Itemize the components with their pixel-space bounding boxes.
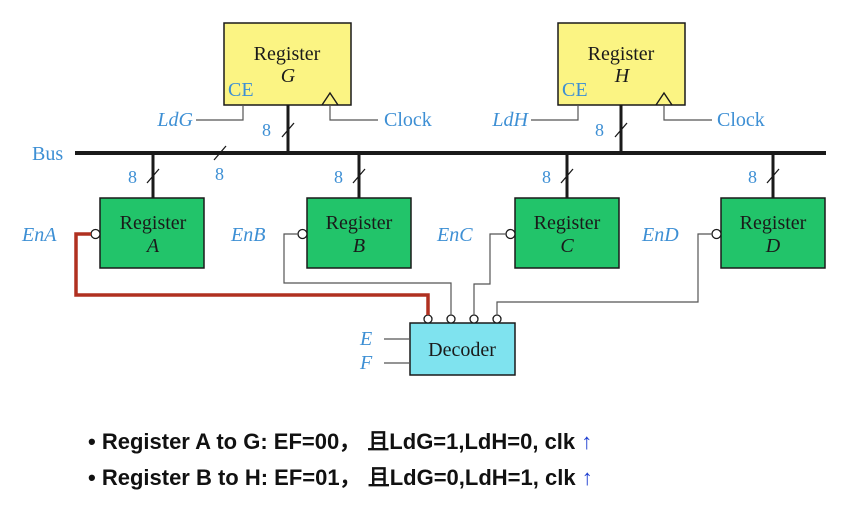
register-b: 8 Register B EnB [230, 153, 412, 269]
register-d-enable-bubble [711, 228, 722, 240]
transfer-notes: • Register A to G: EF=00， 且LdG=1,LdH=0, … [88, 424, 593, 496]
ldh-label: LdH [491, 109, 529, 131]
register-g-title: Register [254, 43, 321, 65]
clock-rising-edge-icon: ↑ [581, 429, 593, 454]
clock-rising-edge-icon: ↑ [581, 465, 593, 490]
register-h-ce-label: CE [562, 79, 588, 101]
register-b-enable-label: EnB [230, 224, 265, 246]
clock-h-wire [663, 105, 712, 121]
note-1-text: Register A to G: EF=00， 且LdG=1,LdH=0, cl… [101, 429, 576, 454]
register-a-enable-label: EnA [21, 224, 57, 246]
register-g-width-label: 8 [262, 120, 271, 140]
note-register-a-to-g: • Register A to G: EF=00， 且LdG=1,LdH=0, … [88, 424, 593, 460]
enable-c-wire [473, 233, 506, 315]
register-g-width-slash [281, 122, 295, 138]
note-2-bullet: • [88, 465, 96, 490]
enable-b-wire [283, 233, 452, 315]
register-c: 8 Register C EnC [436, 153, 620, 269]
register-b-letter: B [353, 235, 365, 257]
decoder-box [409, 322, 516, 376]
register-b-enable-bubble [297, 228, 308, 240]
register-d-title: Register [740, 212, 807, 234]
clock-g-label: Clock [384, 109, 432, 131]
register-g-letter: G [281, 65, 296, 87]
bus-transfer-diagram: Register G CE Register H CE LdG Clock Ld… [21, 22, 826, 376]
register-d-letter: D [765, 235, 781, 257]
decoder-input-f-label: F [359, 352, 373, 374]
register-b-box [306, 197, 412, 269]
ldg-label: LdG [156, 109, 193, 131]
register-h-width-label: 8 [595, 120, 604, 140]
enable-d-wire [496, 233, 712, 315]
register-g-ce-label: CE [228, 79, 254, 101]
bus-width-slash [213, 145, 227, 161]
register-a-width-slash [146, 168, 160, 184]
register-a-enable-bubble [90, 228, 101, 240]
register-g-box [223, 22, 352, 106]
ldh-wire [531, 105, 579, 121]
register-d-enable-label: EnD [641, 224, 679, 246]
register-d-width-label: 8 [748, 167, 757, 187]
note-register-b-to-h: • Register B to H: EF=01， 且LdG=0,LdH=1, … [88, 460, 593, 496]
register-c-box [514, 197, 620, 269]
register-b-width-label: 8 [334, 167, 343, 187]
note-2-text: Register B to H: EF=01， 且LdG=0,LdH=1, cl… [101, 465, 576, 490]
register-h-box [557, 22, 686, 106]
register-a-title: Register [120, 212, 187, 234]
decoder-label: Decoder [428, 339, 496, 361]
ldg-wire [196, 105, 244, 121]
enable-a-wire-highlighted [74, 232, 430, 315]
register-c-width-slash [560, 168, 574, 184]
clock-h-label: Clock [717, 109, 765, 131]
register-c-enable-bubble [505, 228, 516, 240]
register-h-width-slash [614, 122, 628, 138]
register-c-title: Register [534, 212, 601, 234]
register-g: Register G CE [223, 22, 352, 106]
register-h-clock-triangle [655, 91, 673, 106]
note-1-bullet: • [88, 429, 96, 454]
register-a: 8 Register A EnA [21, 153, 205, 269]
decoder-output-0-bubble [423, 314, 433, 324]
bus-width-label: 8 [215, 164, 224, 184]
register-b-title: Register [326, 212, 393, 234]
decoder: Decoder E F [359, 314, 516, 376]
register-c-letter: C [560, 235, 574, 257]
decoder-output-3-bubble [492, 314, 502, 324]
bus-label: Bus [32, 143, 63, 165]
register-h-title: Register [588, 43, 655, 65]
register-c-enable-label: EnC [436, 224, 473, 246]
decoder-input-e-label: E [359, 328, 372, 350]
register-h-letter: H [614, 65, 631, 87]
register-h: Register H CE [557, 22, 686, 106]
register-d: 8 Register D EnD [641, 153, 826, 269]
register-c-width-label: 8 [542, 167, 551, 187]
register-b-width-slash [352, 168, 366, 184]
decoder-output-1-bubble [446, 314, 456, 324]
register-d-width-slash [766, 168, 780, 184]
register-a-width-label: 8 [128, 167, 137, 187]
clock-g-wire [329, 105, 378, 121]
register-g-clock-triangle [321, 91, 339, 106]
register-a-letter: A [145, 235, 160, 257]
decoder-output-2-bubble [469, 314, 479, 324]
